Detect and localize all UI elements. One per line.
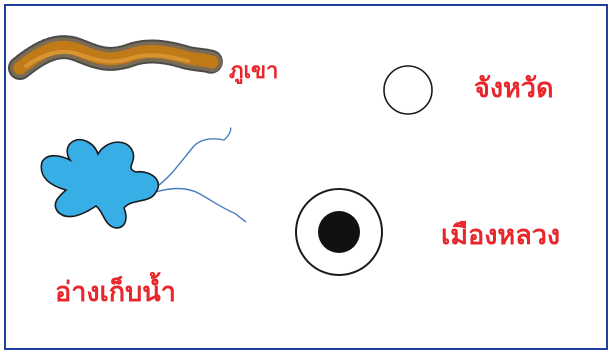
province-circle-icon bbox=[383, 65, 433, 115]
mountain-label: ภูเขา bbox=[229, 59, 279, 84]
reservoir-label: อ่างเก็บน้ำ bbox=[55, 277, 176, 308]
capital-city-icon bbox=[295, 188, 383, 276]
mountain-range-icon bbox=[8, 35, 224, 80]
province-label: จังหวัด bbox=[474, 73, 554, 104]
capital-label: เมืองหลวง bbox=[441, 220, 561, 251]
reservoir-icon bbox=[40, 127, 247, 229]
